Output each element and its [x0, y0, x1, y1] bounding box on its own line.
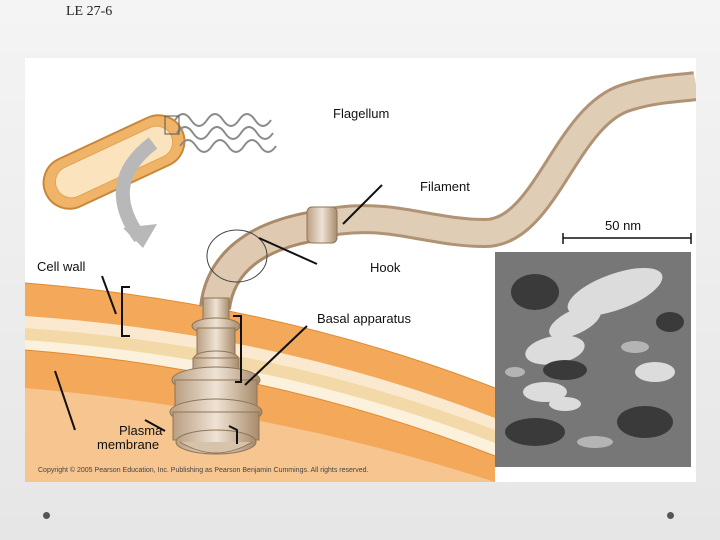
label-filament: Filament [420, 179, 470, 194]
label-plasma-membrane-line2: membrane [97, 437, 160, 452]
scale-bar [562, 233, 692, 244]
label-flagellum: Flagellum [333, 106, 390, 121]
bacterium-cell [42, 114, 186, 210]
filament [312, 74, 696, 246]
label-basal-apparatus: Basal apparatus [317, 311, 411, 326]
cell-envelope [25, 282, 496, 482]
label-plasma-membrane-line1: Plasma [119, 423, 163, 438]
hook [202, 213, 318, 311]
zoom-box [164, 115, 180, 135]
bacterium-flagella [174, 113, 277, 153]
slide-bullet-left [43, 512, 50, 519]
label-hook: Hook [370, 260, 401, 275]
zoom-arrow [115, 137, 158, 243]
electron-micrograph [495, 252, 691, 467]
copyright-notice: Copyright © 2005 Pearson Education, Inc.… [38, 467, 369, 474]
zoom-arrowhead [123, 224, 157, 248]
leader-lines [54, 184, 383, 444]
hook-filament-junction [306, 206, 338, 244]
label-cell-wall: Cell wall [37, 259, 86, 274]
basal-apparatus [169, 297, 263, 455]
rotation-arrow [206, 229, 268, 283]
label-scale: 50 nm [605, 218, 642, 233]
flagellum-diagram [25, 71, 696, 482]
slide-bullet-right [667, 512, 674, 519]
figure-panel: Flagellum Filament 50 nm Cell wall Hook … [25, 58, 696, 482]
slide-title: LE 27-6 [66, 4, 113, 19]
